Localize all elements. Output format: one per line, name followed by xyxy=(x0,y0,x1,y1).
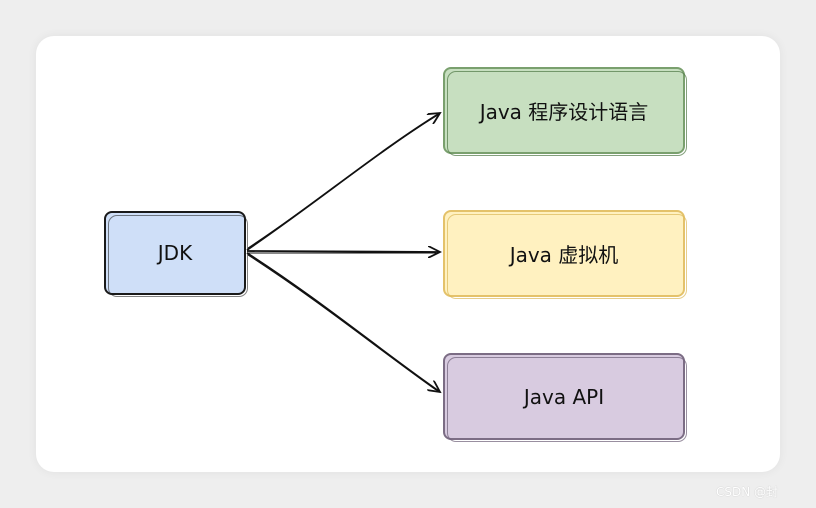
jdk-node: JDK xyxy=(104,211,248,297)
java-language-node-label: Java 程序设计语言 xyxy=(479,100,649,124)
java-vm-node-label: Java 虚拟机 xyxy=(509,243,619,267)
java-language-node: Java 程序设计语言 xyxy=(443,67,687,156)
watermark: CSDN @封 xyxy=(715,485,778,499)
java-api-node-label: Java API xyxy=(523,384,605,409)
jdk-node-label: JDK xyxy=(157,241,193,265)
java-api-node: Java API xyxy=(443,353,687,442)
java-vm-node: Java 虚拟机 xyxy=(443,210,687,299)
